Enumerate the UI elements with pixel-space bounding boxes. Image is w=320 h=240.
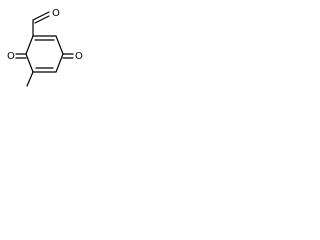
methyl-bond [26,71,34,87]
ring-bond-bottom-left-to-left [25,53,34,73]
left-ring-oxygen-label: O [7,51,15,62]
right-ring-oxygen-label: O [75,51,83,62]
aldehyde-double-bond-c-o-a [32,11,50,21]
molecule-diagram: O O O [0,0,93,93]
aldehyde-double-bond-c-o-b [34,15,50,24]
ring-bond-right-to-bottom-right [55,53,64,73]
ring-bond-left-to-top-left [25,35,34,55]
molecule-structure-svg: O O O [7,8,83,87]
ring-bond-top-right-to-right [55,35,64,55]
aldehyde-oxygen-label: O [52,8,60,19]
